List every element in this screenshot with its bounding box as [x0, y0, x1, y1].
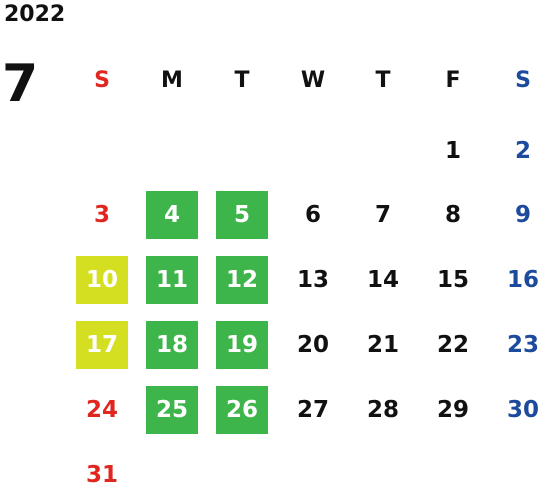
weekday-thu: T: [375, 68, 391, 93]
day-cell-3[interactable]: 3: [93, 202, 110, 228]
day-cell-16[interactable]: 16: [506, 267, 539, 293]
weekday-sun: S: [94, 68, 110, 93]
month-number: 7: [2, 54, 39, 114]
day-cell-24[interactable]: 24: [85, 397, 118, 423]
day-cell-11[interactable]: 11: [146, 256, 198, 304]
day-cell-25[interactable]: 25: [146, 386, 198, 434]
day-cell-13[interactable]: 13: [296, 267, 329, 293]
day-cell-22[interactable]: 22: [436, 332, 469, 358]
day-cell-12[interactable]: 12: [216, 256, 268, 304]
weekday-tue: T: [234, 68, 250, 93]
day-cell-7[interactable]: 7: [374, 202, 391, 228]
day-cell-14[interactable]: 14: [366, 267, 399, 293]
day-cell-26[interactable]: 26: [216, 386, 268, 434]
day-cell-17[interactable]: 17: [76, 321, 128, 369]
weekday-fri: F: [445, 68, 461, 93]
day-cell-2[interactable]: 2: [514, 138, 531, 164]
day-cell-18[interactable]: 18: [146, 321, 198, 369]
day-cell-10[interactable]: 10: [76, 256, 128, 304]
day-cell-28[interactable]: 28: [366, 397, 399, 423]
day-cell-27[interactable]: 27: [296, 397, 329, 423]
day-cell-8[interactable]: 8: [444, 202, 461, 228]
day-cell-15[interactable]: 15: [436, 267, 469, 293]
day-cell-4[interactable]: 4: [146, 191, 198, 239]
weekday-mon: M: [161, 68, 183, 93]
day-cell-9[interactable]: 9: [514, 202, 531, 228]
day-cell-19[interactable]: 19: [216, 321, 268, 369]
weekday-sat: S: [515, 68, 531, 93]
day-cell-20[interactable]: 20: [296, 332, 329, 358]
weekday-wed: W: [300, 68, 326, 93]
day-cell-21[interactable]: 21: [366, 332, 399, 358]
day-cell-31[interactable]: 31: [85, 462, 118, 488]
day-cell-23[interactable]: 23: [506, 332, 539, 358]
year-label: 2022: [4, 2, 66, 27]
day-cell-1[interactable]: 1: [444, 138, 461, 164]
day-cell-30[interactable]: 30: [506, 397, 539, 423]
day-cell-6[interactable]: 6: [304, 202, 321, 228]
day-cell-29[interactable]: 29: [436, 397, 469, 423]
day-cell-5[interactable]: 5: [216, 191, 268, 239]
